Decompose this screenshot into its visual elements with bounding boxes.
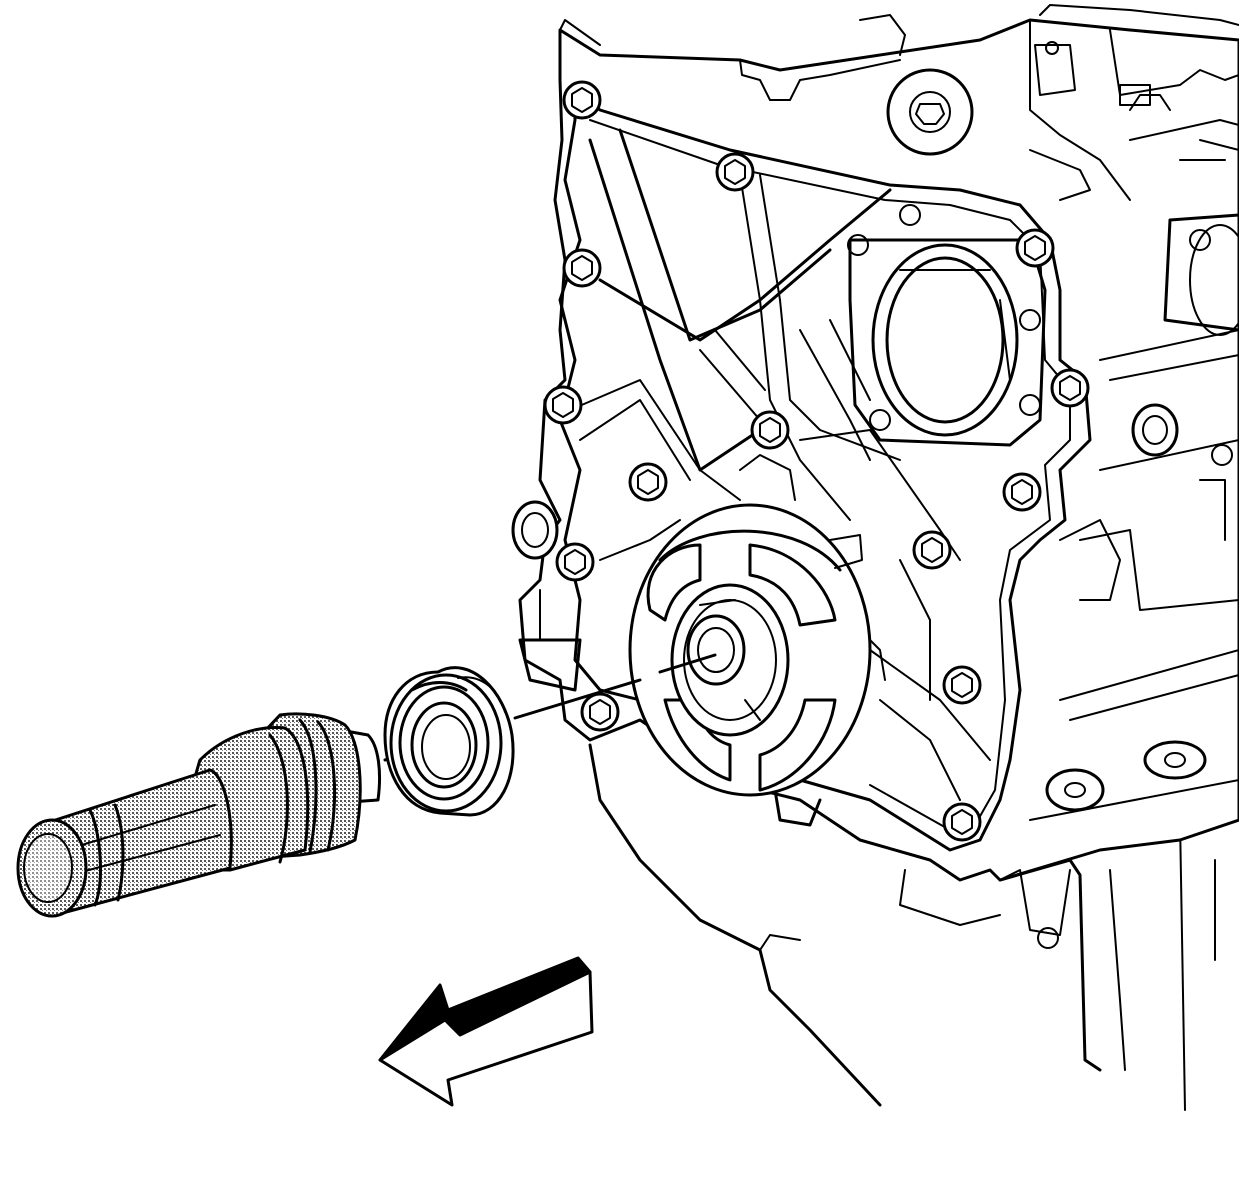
bolt	[942, 665, 982, 705]
crankshaft-housing	[628, 454, 886, 797]
bolt	[912, 530, 952, 570]
bolt	[543, 385, 583, 425]
seal-installer-tool	[16, 712, 382, 918]
arrow-left-icon	[378, 956, 594, 1107]
bolt	[555, 542, 595, 582]
bolt	[750, 410, 790, 450]
engine-block	[511, 4, 1239, 1111]
bolt	[1050, 368, 1090, 408]
bolt	[562, 80, 602, 120]
left-ports	[511, 500, 822, 827]
bolt	[580, 692, 620, 732]
bolt	[562, 248, 602, 288]
top-boss	[886, 41, 1151, 156]
bolt	[628, 462, 668, 502]
cover-bolts	[543, 80, 1090, 842]
bolt	[1002, 472, 1042, 512]
bolt	[942, 802, 982, 842]
bolt	[1015, 228, 1055, 268]
bolt	[715, 152, 755, 192]
crankshaft-front-oil-seal	[383, 666, 515, 817]
block-side-details	[899, 94, 1239, 949]
cover-ribs	[569, 128, 1121, 801]
